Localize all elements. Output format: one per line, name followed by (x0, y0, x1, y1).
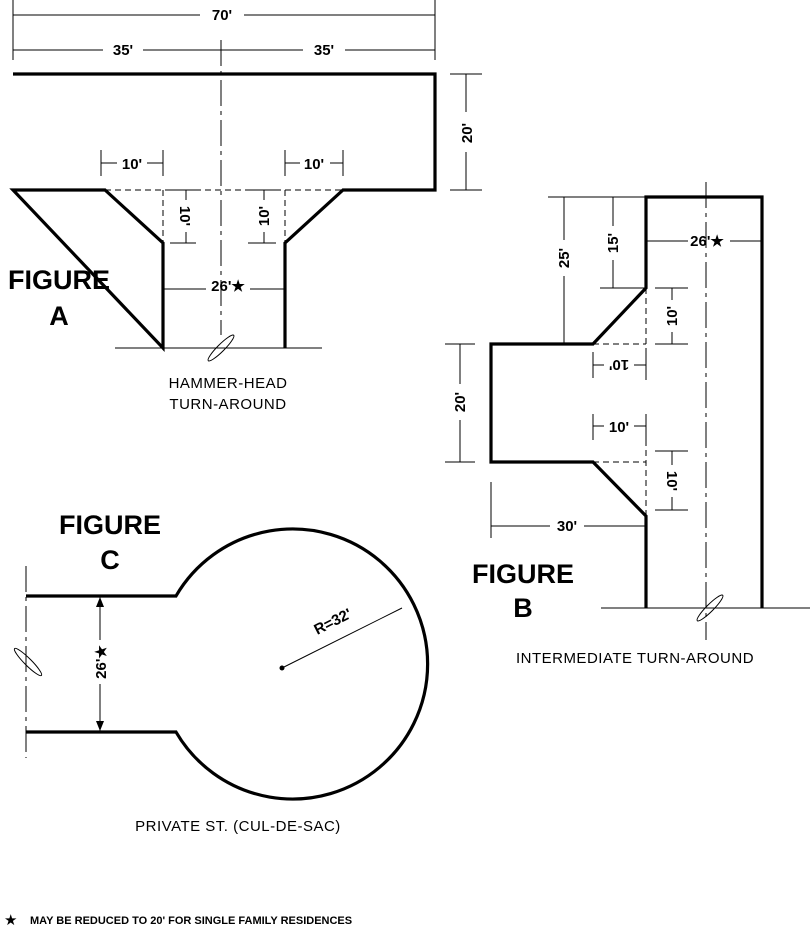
figure-b-upper-offset-label: 25' (556, 248, 573, 268)
figure-a-right-flare-width-label-bg (300, 154, 330, 172)
footnote-star-icon: ★ (4, 911, 17, 928)
figure-c-title-line1: FIGURE (59, 510, 161, 540)
figure-a-title-line1: FIGURE (8, 265, 110, 295)
figure-b-pocket-depth-label: 20' (452, 392, 469, 412)
figure-c-radius-label-bg (306, 599, 364, 641)
figure-a-break-symbol (207, 334, 235, 362)
figure-c-outline (26, 527, 430, 801)
figure-a-left-flare-depth-label: 10' (176, 206, 193, 226)
figure-b-upper-flare-depth-label-bg (664, 300, 680, 332)
footnote-text: MAY BE REDUCED TO 20' FOR SINGLE FAMILY … (30, 915, 352, 927)
figure-b-lower-flare-width-label: 10' (609, 419, 629, 436)
figure-c-center-point (279, 665, 285, 671)
figure-a-outline (9, 72, 437, 353)
footnote: ★ MAY BE REDUCED TO 20' FOR SINGLE FAMIL… (4, 911, 352, 928)
figure-c-break-symbol (13, 647, 43, 677)
figure-b-pocket-length-label: 30' (557, 518, 577, 535)
figure-c: R=32' 26'★ FIGURE C PRIVATE ST. (CUL-DE-… (13, 510, 430, 835)
figure-c-road-width-arrow-top (96, 597, 104, 607)
figure-b-lower-flare-width-label-bg (604, 417, 634, 435)
figure-b-upper-straight-label: 15' (605, 233, 622, 253)
figure-a-left-flare-width-label-bg (117, 154, 147, 172)
figure-b-upper-flare-width-label: 10' (609, 356, 629, 373)
figure-a-total-width-label: 70' (212, 7, 232, 24)
figure-c-road-width-arrow-bottom (96, 721, 104, 731)
figure-a-caption-line1: HAMMER-HEAD (169, 375, 288, 392)
figure-a-left-depth-label-bg (178, 200, 194, 232)
figure-c-radius-line (281, 607, 403, 669)
figure-b-upper-flare-depth-label: 10' (664, 306, 681, 326)
figure-a-caption-line2: TURN-AROUND (169, 396, 286, 413)
figure-b-title-line2: B (513, 593, 533, 623)
figure-b-caption: INTERMEDIATE TURN-AROUND (516, 650, 754, 667)
figure-a-right-half-label: 35' (314, 42, 334, 59)
figure-b-outline (489, 195, 764, 608)
figure-a-right-flare-width-label: 10' (304, 156, 324, 173)
figure-b-road-width-label: 26'★ (690, 233, 724, 250)
figure-b-upper-flare-width-label-bg (604, 356, 634, 374)
figure-c-caption: PRIVATE ST. (CUL-DE-SAC) (135, 818, 341, 835)
figure-a-road-width-label: 26'★ (211, 278, 245, 295)
figure-a-right-depth-label-bg (256, 200, 272, 232)
figure-a-left-half-label: 35' (113, 42, 133, 59)
figure-a: 70' 35' 35' 20' 10' 10' 10' (8, 0, 482, 413)
figure-c-road-width-label: 26'★ (93, 645, 110, 679)
figure-b-lower-flare-depth-label-bg (664, 465, 680, 497)
figure-c-radius-label: R=32' (311, 605, 354, 638)
figure-a-title-line2: A (49, 301, 69, 331)
figure-b: 26'★ 25' 15' 10' 10' 20' (445, 182, 810, 667)
figure-b-title-line1: FIGURE (472, 559, 574, 589)
figure-b-lower-flare-depth-label: 10' (663, 471, 680, 491)
figure-b-break-symbol (696, 594, 724, 622)
figure-c-title-line2: C (100, 545, 120, 575)
figure-a-left-flare-width-label: 10' (122, 156, 142, 173)
figure-a-head-depth-label: 20' (459, 123, 476, 143)
figure-a-right-flare-depth-label: 10' (256, 206, 273, 226)
